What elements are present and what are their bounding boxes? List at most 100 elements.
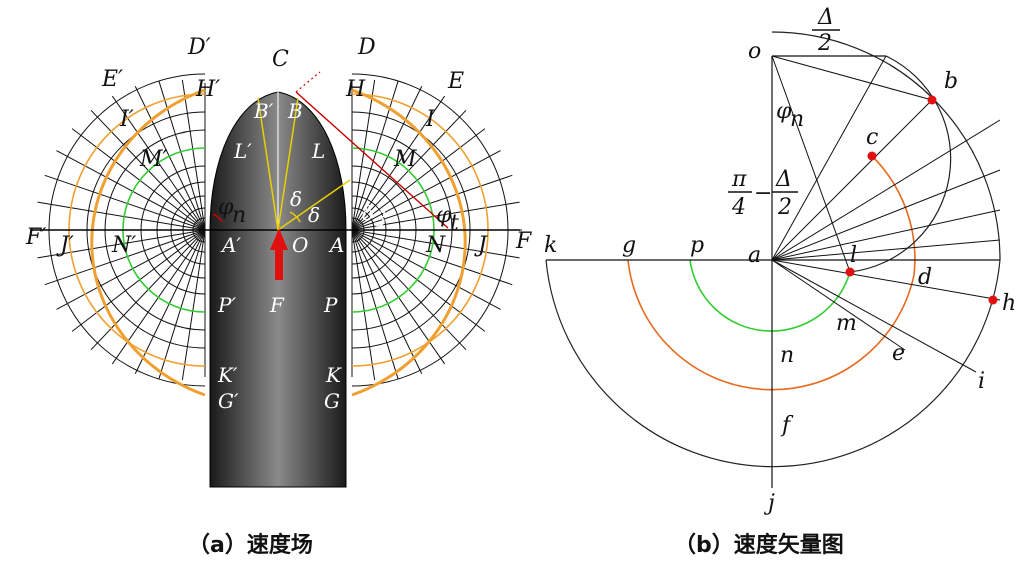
label-P: P [323, 293, 338, 317]
label-O: O [292, 233, 308, 257]
mesh-radial-line [134, 86, 206, 231]
mesh-radial-line [181, 229, 206, 381]
label-c: c [866, 125, 878, 150]
flow-arrow-shaft [275, 248, 283, 280]
delta-arc [289, 211, 301, 223]
label-F-center: F [269, 293, 285, 317]
label-delta-3: δ [362, 201, 374, 225]
tangent-dotted [295, 71, 321, 93]
label-delta-3-sub: 3 [374, 207, 387, 231]
mesh-radial-line [351, 229, 486, 332]
mesh-radial-line [351, 79, 376, 231]
mesh-radial-line [351, 201, 520, 231]
label-I: I [425, 107, 436, 132]
label-G-prime: G′ [218, 389, 239, 413]
label-M-prime: M′ [139, 147, 168, 172]
mesh-radial-line [44, 229, 206, 286]
panel-b-velocity-vector-diagram: o a b c d e f g h i j k l m n p φ n Δ 2 … [544, 5, 1016, 558]
label-M: M [393, 147, 417, 172]
delta-line-diag [277, 179, 351, 231]
mesh-radial-line [56, 150, 206, 231]
mesh-radial-line [351, 80, 399, 231]
label-A-prime: A′ [220, 233, 241, 257]
label-N: N [425, 233, 446, 258]
mesh-radial-line [351, 229, 399, 380]
label-l: l [850, 243, 857, 268]
label-E-prime: E′ [101, 67, 123, 92]
label-D: D [357, 35, 376, 60]
delta-line-left [257, 97, 279, 231]
o-ray [771, 55, 851, 273]
label-phi-n-a: φ [218, 195, 234, 220]
caption-b: （b）速度矢量图 [674, 532, 844, 558]
fan-line [771, 169, 1001, 261]
o-ray [771, 55, 933, 101]
label-E: E [447, 69, 464, 94]
delta-line-right [277, 97, 299, 231]
mesh-radial-line [158, 80, 206, 231]
mesh-radial-line [351, 229, 423, 374]
caption-a: （a）速度场 [188, 532, 313, 558]
outer-field-boundary [351, 88, 467, 397]
label-A: A [328, 233, 344, 257]
label-J-prime: J′ [56, 233, 74, 258]
label-G: G [324, 389, 340, 413]
outer-arc-lower [545, 259, 1001, 468]
mesh-radial-line [158, 229, 206, 380]
orange-arc [627, 155, 916, 391]
frac-delta2-den: 2 [777, 195, 792, 220]
frac-delta2-num: Δ [775, 167, 792, 192]
frac-pi-num: π [731, 167, 747, 192]
outer-field-boundary [90, 88, 206, 397]
label-B: B [287, 99, 303, 123]
green-arc [689, 259, 851, 332]
label-d: d [918, 265, 932, 290]
label-H: H [345, 77, 366, 102]
label-phi-t: φ [436, 203, 452, 228]
frac-pi-den: 4 [731, 195, 746, 220]
label-H-prime: H′ [195, 77, 220, 102]
label-f: f [780, 413, 794, 438]
label-g: g [622, 233, 636, 258]
label-p: p [690, 233, 704, 258]
mesh-radial-line [71, 128, 206, 231]
label-L: L [311, 139, 325, 163]
tangent-line [295, 91, 449, 229]
point-l [845, 267, 855, 277]
panel-a-velocity-field: C D D′ E E′ H H′ I I′ M M′ F F′ J J′ N N… [25, 35, 532, 558]
semicircle-od [849, 55, 952, 273]
fan-line [771, 259, 1001, 301]
label-J: J [474, 233, 488, 258]
label-C: C [272, 47, 289, 72]
fan-line [771, 239, 1001, 261]
point-c [867, 151, 877, 161]
label-delta-2: δ [308, 203, 320, 227]
mesh-radial-line [56, 229, 206, 310]
label-F-right: F [515, 229, 532, 254]
label-phi-n-b: φ [776, 99, 792, 124]
fan-line [771, 259, 977, 373]
label-P-prime: P′ [217, 293, 236, 317]
point-h [988, 295, 998, 305]
mesh-radial-line [37, 229, 206, 259]
fan-line [771, 119, 1001, 261]
label-phi-t-sub: t [450, 211, 459, 236]
frac-delta-num: Δ [817, 5, 834, 30]
mesh-radial-line [181, 79, 206, 231]
point-b [927, 95, 937, 105]
mesh-radial-line [351, 229, 501, 310]
label-K-prime: K′ [217, 363, 238, 387]
mesh-radial-line [37, 201, 206, 231]
label-j: j [763, 491, 775, 516]
frac-minus: − [754, 181, 772, 206]
flow-arrow-head [270, 228, 288, 250]
label-m: m [836, 311, 857, 336]
mesh-radial-line [134, 229, 206, 374]
label-phi-n-b-sub: n [790, 107, 804, 132]
label-L-prime: L′ [233, 139, 252, 163]
label-I-prime: I′ [119, 107, 134, 132]
label-i: i [978, 369, 985, 394]
phi-n-arc [212, 213, 223, 223]
mesh-radial-line [71, 229, 206, 332]
